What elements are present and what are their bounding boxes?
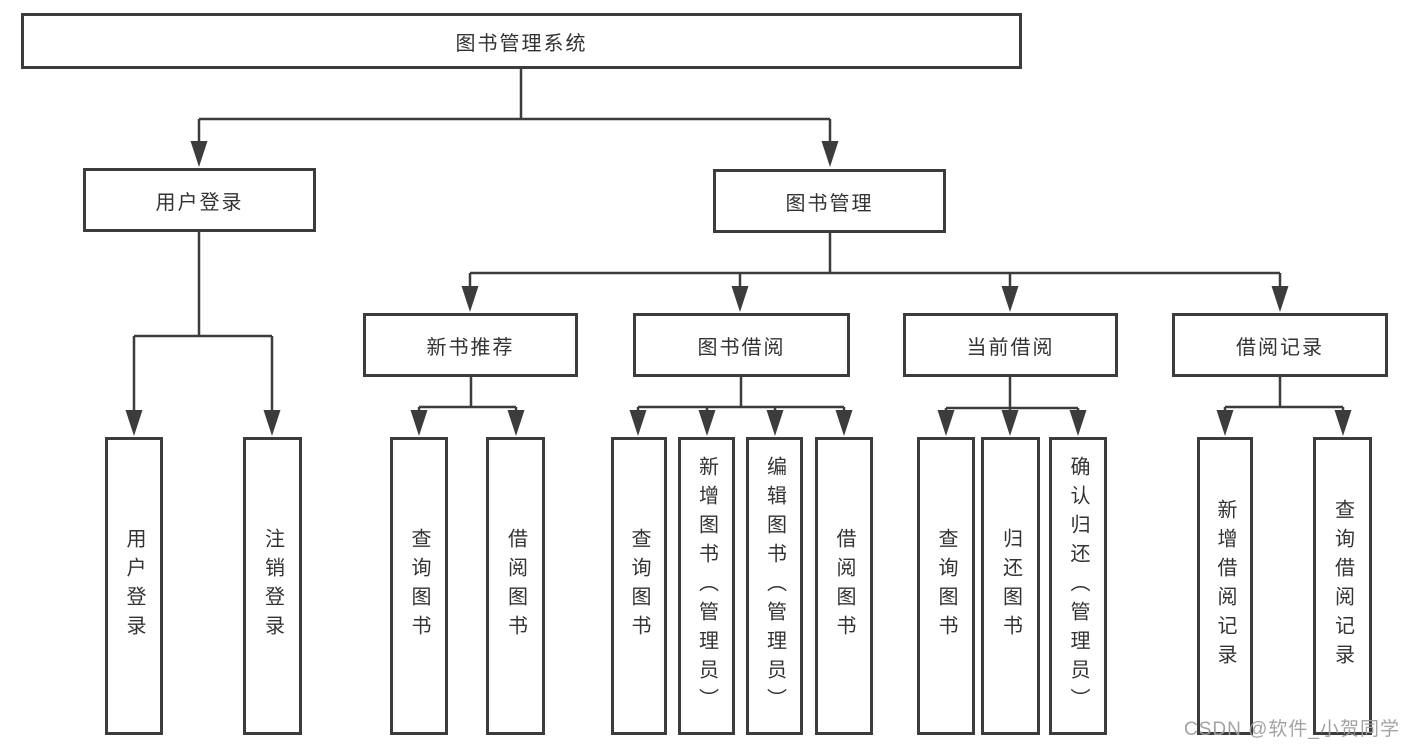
leaf-borrow-books-recommend-label: 借阅图书 [504,528,527,644]
leaf-borrow-books: 借阅图书 [815,437,873,735]
node-root: 图书管理系统 [21,13,1022,69]
node-book-borrow: 图书借阅 [633,313,850,377]
leaf-add-books-admin: 新增图书（管理员） [678,437,735,735]
leaf-return-books: 归还图书 [981,437,1040,735]
node-book-management: 图书管理 [713,169,946,233]
leaf-edit-books-admin-label: 编辑图书（管理员） [763,455,786,717]
leaf-add-borrow-record-label: 新增借阅记录 [1214,499,1236,673]
node-new-book-recommend-label: 新书推荐 [426,336,515,359]
leaf-query-borrow-record: 查询借阅记录 [1313,437,1372,735]
leaf-confirm-return-admin: 确认归还（管理员） [1049,437,1107,735]
leaf-query-books-recommend: 查询图书 [390,437,448,735]
leaf-logout-label: 注销登录 [261,528,284,644]
leaf-query-books-recommend-label: 查询图书 [408,528,430,644]
node-current-borrow: 当前借阅 [903,313,1118,377]
node-root-label: 图书管理系统 [455,32,588,55]
leaf-borrow-books-recommend: 借阅图书 [486,437,545,735]
node-book-management-label: 图书管理 [785,192,874,215]
leaf-add-borrow-record: 新增借阅记录 [1197,437,1253,735]
leaf-query-books-current: 查询图书 [917,437,975,735]
leaf-query-books-borrow-label: 查询图书 [628,528,650,644]
node-book-borrow-label: 图书借阅 [697,336,786,359]
watermark-text: CSDN @软件_小贺同学 [1184,719,1400,740]
node-user-login-label: 用户登录 [155,191,244,214]
node-user-login: 用户登录 [83,168,316,232]
leaf-return-books-label: 归还图书 [999,528,1022,644]
node-current-borrow-label: 当前借阅 [966,336,1055,359]
leaf-user-login-label: 用户登录 [123,528,145,644]
leaf-confirm-return-admin-label: 确认归还（管理员） [1067,455,1089,717]
leaf-query-books-borrow: 查询图书 [611,437,667,735]
node-borrow-records-label: 借阅记录 [1236,336,1324,359]
leaf-edit-books-admin: 编辑图书（管理员） [746,437,803,735]
node-new-book-recommend: 新书推荐 [363,313,578,377]
leaf-borrow-books-label: 借阅图书 [833,528,855,644]
leaf-query-borrow-record-label: 查询借阅记录 [1331,499,1354,673]
leaf-add-books-admin-label: 新增图书（管理员） [695,455,718,717]
node-borrow-records: 借阅记录 [1172,313,1388,377]
leaf-query-books-current-label: 查询图书 [935,528,957,644]
leaf-user-login: 用户登录 [105,437,163,735]
leaf-logout: 注销登录 [243,437,302,735]
